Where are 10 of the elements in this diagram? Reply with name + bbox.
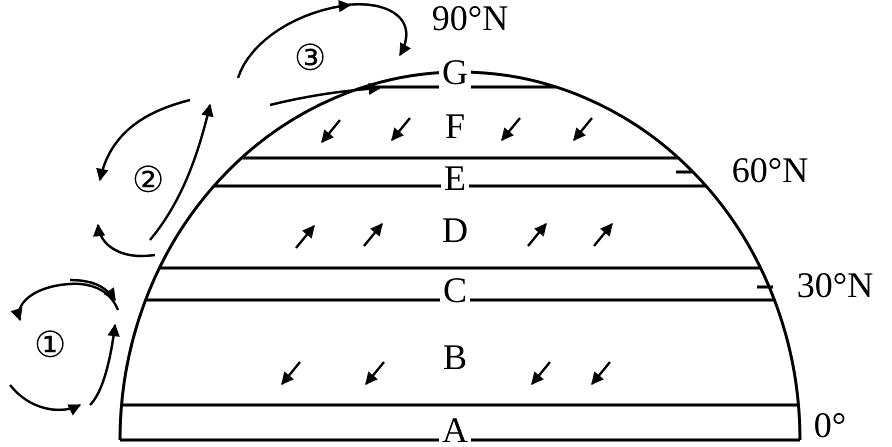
latitude-label: 0° bbox=[814, 407, 846, 443]
latitude-label: 30°N bbox=[796, 267, 874, 303]
latitude-label: 60°N bbox=[732, 152, 808, 188]
zone-letter: D bbox=[442, 212, 468, 248]
zone-letter: B bbox=[443, 339, 467, 375]
zone-letter: F bbox=[444, 108, 466, 144]
cell-number: ② bbox=[132, 162, 164, 198]
latitude-label: 90°N bbox=[432, 0, 508, 36]
cell-number: ① bbox=[34, 327, 66, 363]
cell-number: ③ bbox=[294, 40, 326, 76]
